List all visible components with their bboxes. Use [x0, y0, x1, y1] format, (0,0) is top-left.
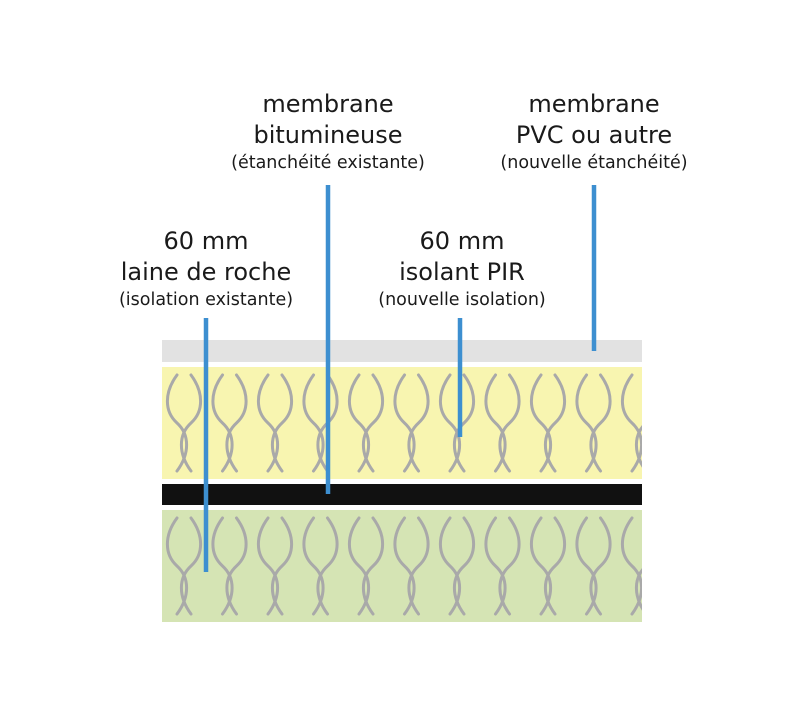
pir-insulant-line2: isolant PIR: [399, 258, 525, 286]
insulation-fiber-curve: [634, 568, 642, 611]
insulation-fiber-curve: [575, 516, 598, 616]
insulation-fiber-curve: [179, 373, 203, 473]
insulation-fiber-curve: [438, 516, 462, 616]
insulation-fiber-curve: [256, 516, 280, 616]
rock-wool-line2: laine de roche: [120, 258, 292, 286]
insulation-fiber-curve: [438, 373, 462, 473]
insulation-fiber-curve: [407, 373, 430, 473]
insulation-fiber-curve: [302, 373, 325, 473]
pir-insulant-line1: 60 mm: [419, 227, 505, 255]
insulation-fiber-curve: [211, 516, 234, 616]
insulation-fiber-curve: [347, 373, 371, 473]
insulation-fiber-curve: [452, 373, 476, 473]
bitumen-membrane-line2: bitumineuse: [253, 121, 403, 149]
insulation-fiber-curve: [165, 373, 189, 473]
rock-wool-layer: [162, 510, 642, 622]
insulation-fiber-curve: [620, 373, 642, 473]
pir-insulation-layer: [162, 367, 642, 479]
rock-wool-note: (isolation existante): [118, 290, 294, 310]
insulation-fiber-curve: [484, 516, 507, 616]
pir-insulation-pattern: [165, 373, 642, 473]
rock-wool-pattern: [165, 516, 642, 616]
insulation-fiber-curve: [407, 516, 430, 616]
insulation-fiber-curve: [225, 516, 248, 616]
insulation-fiber-curve: [589, 373, 612, 473]
label-rock-wool: 60 mm laine de roche (isolation existant…: [119, 226, 293, 312]
insulation-fiber-curve: [484, 373, 507, 473]
insulation-fiber-curve: [529, 516, 553, 616]
insulation-fiber-curve: [452, 516, 476, 616]
insulation-fiber-curve: [165, 516, 189, 616]
insulation-fiber-curve: [270, 516, 294, 616]
label-pvc-membrane: membrane PVC ou autre (nouvelle étanchéi…: [500, 89, 687, 175]
insulation-fiber-curve: [361, 516, 385, 616]
insulation-fiber-curve: [270, 373, 294, 473]
insulation-fiber-curve: [256, 373, 280, 473]
rock-wool-line1: 60 mm: [163, 227, 249, 255]
bitumen-membrane-line1: membrane: [262, 90, 394, 118]
bitumen-membrane-layer: [162, 484, 642, 505]
insulation-fiber-curve: [361, 373, 385, 473]
bitumen-membrane-note: (étanchéité existante): [231, 153, 425, 173]
insulation-fiber-curve: [179, 516, 203, 616]
pvc-membrane-line2: PVC ou autre: [515, 121, 673, 149]
insulation-fiber-curve: [347, 516, 371, 616]
insulation-fiber-curve: [393, 516, 416, 616]
insulation-fiber-curve: [634, 425, 642, 468]
insulation-fiber-curve: [620, 516, 642, 616]
label-bitumen-membrane: membrane bitumineuse (étanchéité existan…: [231, 89, 425, 175]
insulation-fiber-curve: [498, 516, 521, 616]
pvc-membrane-line1: membrane: [528, 90, 660, 118]
insulation-fiber-curve: [575, 373, 598, 473]
insulation-fiber-curve: [543, 373, 567, 473]
insulation-fiber-curve: [529, 373, 553, 473]
insulation-fiber-curve: [211, 373, 234, 473]
pvc-membrane-layer: [162, 340, 642, 362]
label-pir-insulant: 60 mm isolant PIR (nouvelle isolation): [378, 226, 546, 312]
insulation-fiber-curve: [316, 516, 339, 616]
pir-insulant-note: (nouvelle isolation): [378, 290, 546, 310]
insulation-fiber-curve: [543, 516, 567, 616]
insulation-fiber-curve: [393, 373, 416, 473]
insulation-fiber-curve: [302, 516, 325, 616]
pvc-membrane-note: (nouvelle étanchéité): [500, 153, 688, 173]
insulation-fiber-curve: [498, 373, 521, 473]
insulation-fiber-curve: [589, 516, 612, 616]
insulation-fiber-curve: [225, 373, 248, 473]
